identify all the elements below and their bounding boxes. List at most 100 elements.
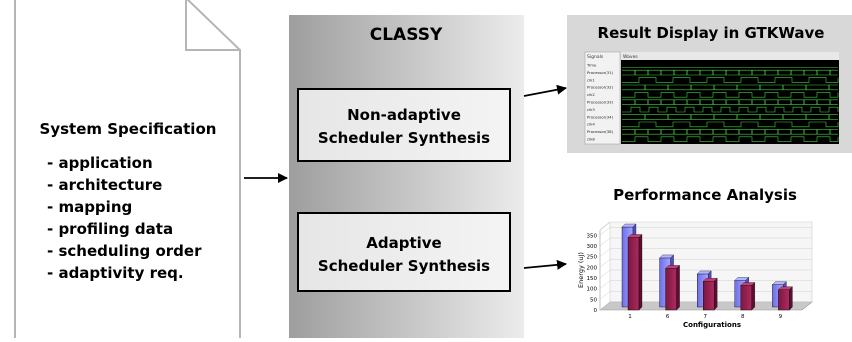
bar-side bbox=[676, 265, 680, 311]
bus-transition bbox=[737, 70, 741, 76]
spec-item: - scheduling order bbox=[47, 242, 202, 260]
bus-transition bbox=[666, 114, 670, 120]
performance-panel: Performance Analysis 0501001502002503003… bbox=[577, 186, 813, 329]
bus-transition bbox=[646, 99, 650, 105]
chart-ylabel: Energy (uJ) bbox=[577, 252, 585, 288]
signal-name[interactable]: Processor(31) bbox=[587, 70, 614, 75]
spec-item: - profiling data bbox=[47, 220, 173, 238]
signal-name[interactable]: Processor(38) bbox=[587, 129, 614, 134]
bus-transition bbox=[698, 99, 702, 105]
signal-name[interactable]: Processor(33) bbox=[587, 100, 614, 105]
wave-traces bbox=[622, 67, 839, 142]
bus-transition bbox=[750, 129, 754, 135]
x-tick-label: 9 bbox=[779, 314, 783, 320]
bus-transition bbox=[737, 99, 741, 105]
bar bbox=[778, 289, 790, 311]
bus-transition bbox=[763, 129, 767, 135]
bus-transition bbox=[735, 114, 739, 120]
bus-transition bbox=[685, 129, 689, 135]
gridline bbox=[599, 227, 812, 236]
signal-name[interactable]: Processor(32) bbox=[587, 85, 614, 90]
bus-transition bbox=[804, 114, 808, 120]
arrow-to-gtkwave bbox=[523, 84, 567, 97]
chart-xlabel: Configurations bbox=[683, 321, 741, 329]
bus-transition bbox=[724, 129, 728, 135]
y-tick-label: 50 bbox=[590, 297, 597, 303]
spec-item: - application bbox=[47, 154, 153, 172]
x-tick-label: 8 bbox=[741, 314, 745, 320]
bus-transition bbox=[828, 70, 832, 76]
bus-transition bbox=[802, 129, 806, 135]
bus-transition bbox=[659, 129, 663, 135]
bus-transition bbox=[737, 129, 741, 135]
bus-transition bbox=[804, 84, 808, 90]
clock-trace bbox=[622, 106, 839, 113]
box1-line1: Non-adaptive bbox=[347, 106, 461, 124]
clock-trace bbox=[622, 77, 839, 83]
bus-transition bbox=[685, 70, 689, 76]
y-tick-label: 150 bbox=[587, 276, 598, 282]
bus-transition bbox=[711, 70, 715, 76]
bus-transition bbox=[781, 84, 785, 90]
document-outline bbox=[14, 0, 241, 338]
gridline bbox=[599, 237, 812, 247]
bus-transition bbox=[776, 129, 780, 135]
bar-side bbox=[638, 234, 643, 311]
classy-panel: CLASSY Non-adaptive Scheduler Synthesis … bbox=[289, 15, 524, 338]
chart-bars bbox=[621, 223, 793, 311]
bus-transition bbox=[672, 129, 676, 135]
bus-transition bbox=[763, 70, 767, 76]
bus-transition bbox=[815, 99, 819, 105]
signals-pane bbox=[584, 51, 621, 145]
signals-header: Signals bbox=[587, 54, 604, 60]
bar-side bbox=[751, 282, 755, 311]
bus-transition bbox=[633, 129, 637, 135]
non-adaptive-synthesis-box: Non-adaptive Scheduler Synthesis bbox=[297, 88, 511, 162]
bus-transition bbox=[698, 129, 702, 135]
adaptive-synthesis-box: Adaptive Scheduler Synthesis bbox=[297, 212, 511, 292]
clock-trace bbox=[622, 136, 839, 142]
bar-side bbox=[789, 286, 793, 311]
bus-transition bbox=[802, 99, 806, 105]
clock-trace bbox=[622, 121, 839, 128]
bus-transition bbox=[659, 99, 663, 105]
signal-name[interactable]: clk3 bbox=[587, 107, 595, 112]
document-fold bbox=[185, 0, 240, 51]
bar-side bbox=[714, 277, 718, 311]
bus-transition bbox=[763, 99, 767, 105]
bus-transition bbox=[735, 84, 739, 90]
spec-item: - mapping bbox=[47, 198, 132, 216]
x-tick-label: 7 bbox=[703, 314, 707, 320]
spec-items: - application - architecture - mapping -… bbox=[47, 154, 202, 282]
bus-transition bbox=[712, 114, 716, 120]
performance-title: Performance Analysis bbox=[613, 186, 797, 204]
gtkwave-panel: Result Display in GTKWave Signals TimePr… bbox=[567, 15, 852, 153]
bus-transition bbox=[724, 99, 728, 105]
system-specification-document: System Specification - application - arc… bbox=[14, 0, 241, 338]
signal-name[interactable]: clk1 bbox=[587, 77, 595, 82]
signal-name[interactable]: Processor(34) bbox=[587, 114, 614, 119]
bar bbox=[703, 281, 715, 311]
bus-transition bbox=[712, 84, 716, 90]
bar bbox=[627, 237, 640, 311]
bus-transition bbox=[815, 70, 819, 76]
signal-name[interactable]: Time bbox=[586, 63, 597, 68]
gridline bbox=[599, 269, 812, 279]
bus-transition bbox=[689, 114, 693, 120]
bus-transition bbox=[750, 70, 754, 76]
bus-transition bbox=[815, 129, 819, 135]
bus-transition bbox=[789, 129, 793, 135]
signal-name[interactable]: clk8 bbox=[587, 137, 595, 142]
signal-name[interactable]: clk2 bbox=[587, 92, 595, 97]
bus-transition bbox=[827, 114, 831, 120]
chart-side-wall-top bbox=[599, 221, 611, 231]
y-tick-label: 100 bbox=[587, 287, 598, 293]
bus-transition bbox=[758, 114, 762, 120]
bus-transition bbox=[828, 129, 832, 135]
bus-transition bbox=[711, 99, 715, 105]
signal-name[interactable]: clk4 bbox=[587, 122, 595, 127]
bus-transition bbox=[724, 70, 728, 76]
